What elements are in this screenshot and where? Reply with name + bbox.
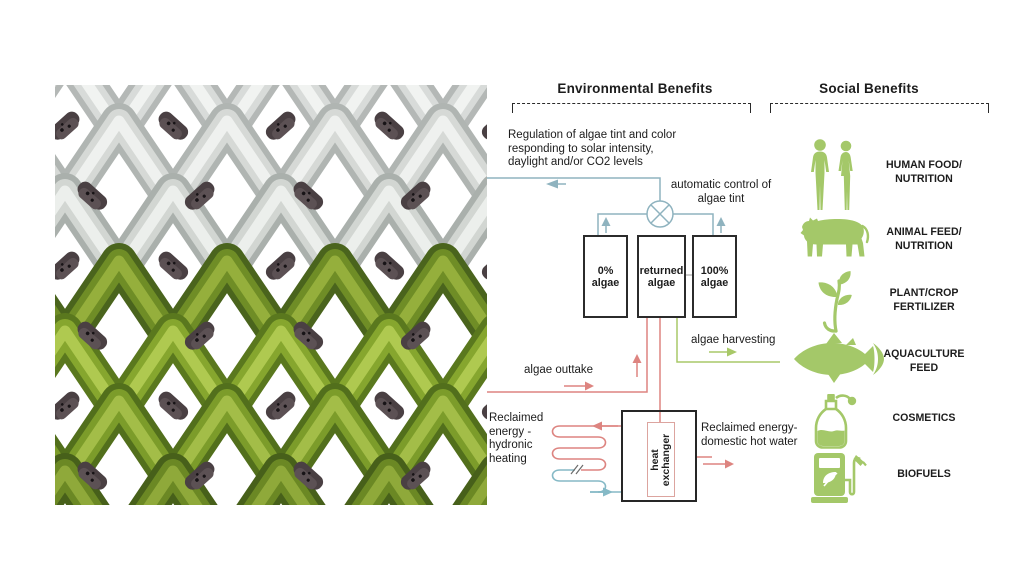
heat-exchanger-box — [621, 410, 697, 502]
seedling-icon — [818, 271, 852, 333]
tank-label: 100% algae — [700, 264, 729, 289]
tank-label: 0% algae — [591, 264, 620, 289]
social-benefits-bracket — [770, 103, 989, 113]
social-benefits-title: Social Benefits — [819, 81, 919, 96]
pipe-break-marks — [570, 464, 584, 475]
heat-exchanger-core: heat exchanger — [647, 422, 675, 497]
hydronic-coil — [551, 421, 621, 497]
social-item-label: ANIMAL FEED/ NUTRITION — [886, 226, 962, 252]
social-item-label: HUMAN FOOD/ NUTRITION — [886, 159, 962, 185]
environmental-benefits-title: Environmental Benefits — [557, 81, 713, 96]
tank-0-percent-algae: 0% algae — [583, 235, 628, 318]
heat-exchanger-label: heat exchanger — [649, 433, 672, 486]
tuna-fish-icon — [794, 333, 884, 383]
social-item-label: PLANT/CROP FERTILIZER — [889, 287, 959, 313]
cow-icon — [800, 217, 870, 257]
algae-outtake-label: algae outtake — [524, 364, 594, 376]
regulation-note: Regulation of algae tint and color respo… — [508, 129, 677, 168]
auto-control-label: automatic control of algae tint — [670, 179, 772, 205]
environmental-benefits-bracket — [512, 103, 751, 113]
social-item-label: AQUACULTURE FEED — [883, 348, 965, 374]
social-item-label: BIOFUELS — [897, 468, 951, 480]
social-item-label: COSMETICS — [892, 412, 956, 424]
cosmetics-bottle-icon — [814, 394, 857, 449]
fuel-pump-icon — [811, 453, 867, 503]
hydronic-heating-label: Reclaimed energy - hydronic heating — [489, 412, 544, 465]
humans-icon — [811, 139, 853, 210]
domestic-hot-water-label: Reclaimed energy- domestic hot water — [701, 422, 798, 448]
algae-harvesting-label: algae harvesting — [691, 334, 776, 346]
facade-photo — [55, 85, 487, 505]
tank-label: returned algae — [639, 264, 684, 289]
tank-100-percent-algae: 100% algae — [692, 235, 737, 318]
tank-returned-algae: returned algae — [637, 235, 686, 318]
